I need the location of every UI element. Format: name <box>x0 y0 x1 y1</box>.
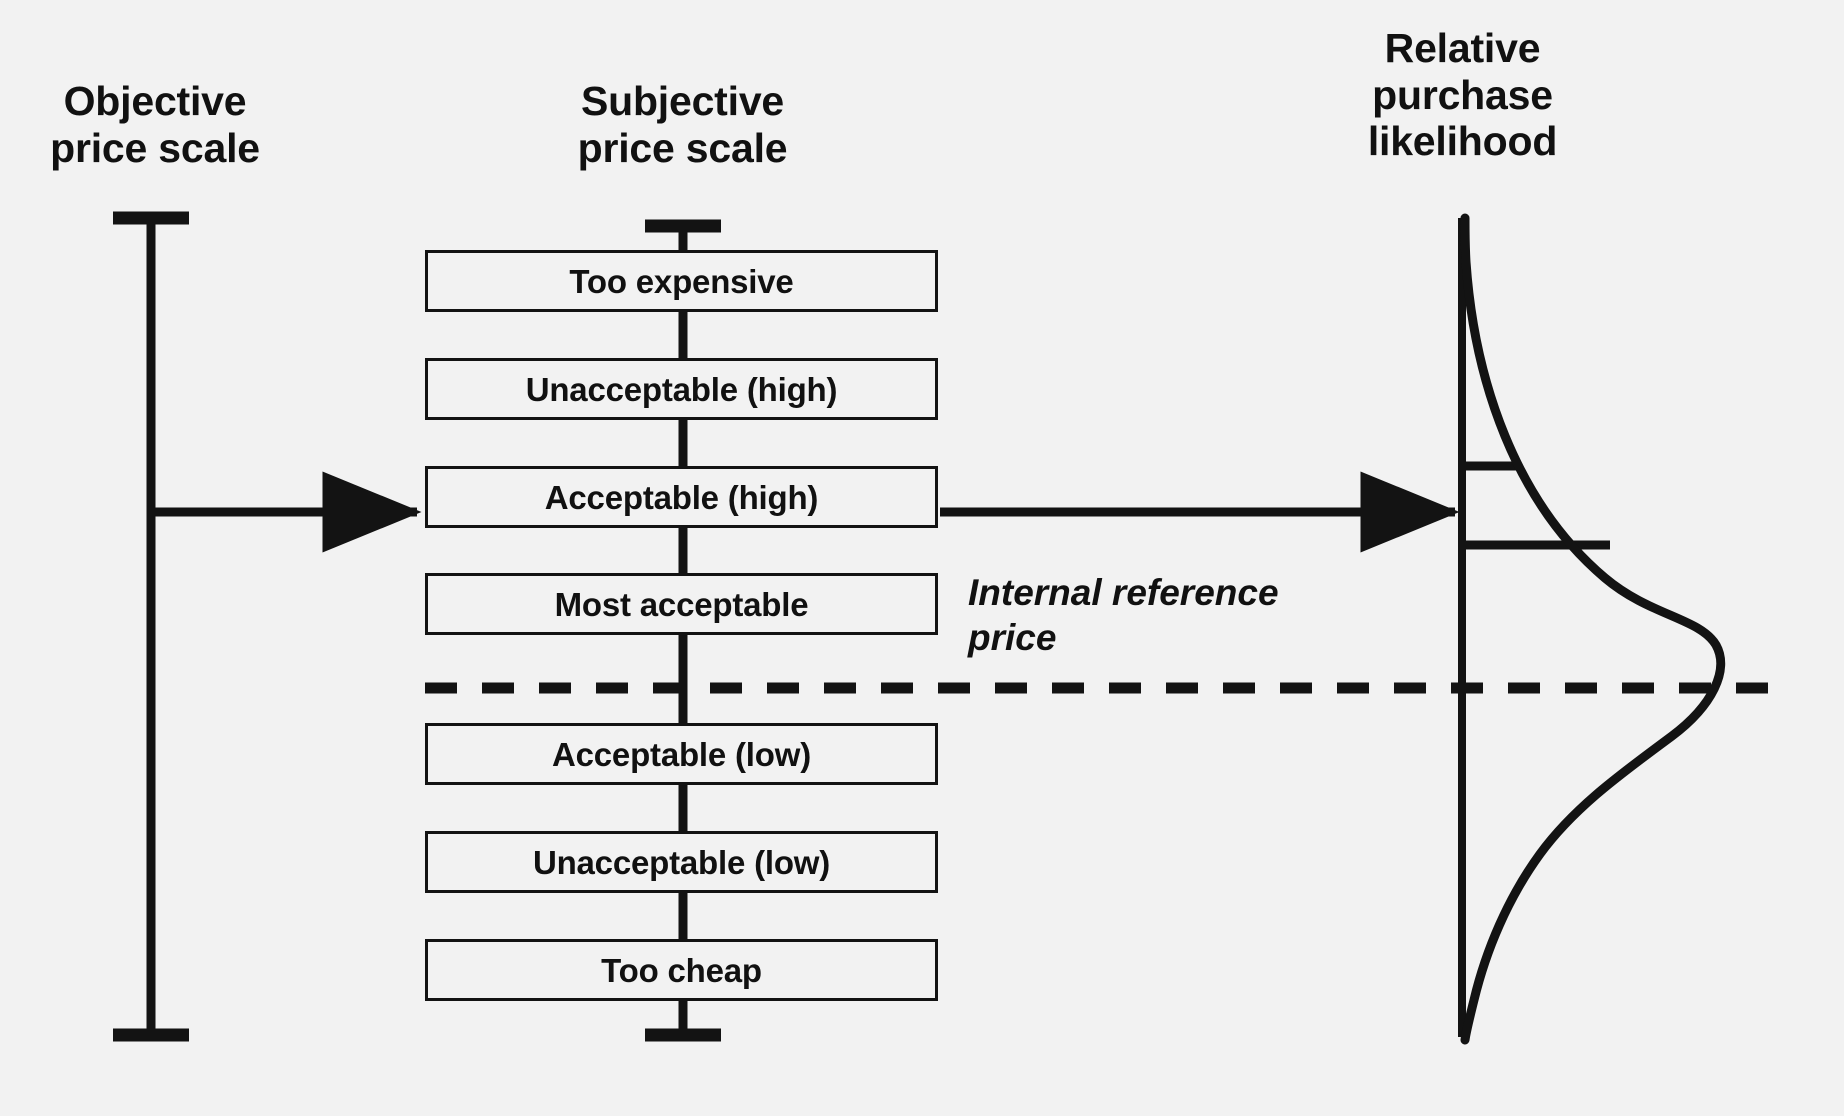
scale-box-label: Too expensive <box>569 262 794 300</box>
scale-box-label: Unacceptable (high) <box>525 370 838 408</box>
objective-price-scale-heading: Objective price scale <box>50 78 260 171</box>
scale-box-label: Too cheap <box>601 951 762 989</box>
likelihood-density-curve <box>1460 213 1726 1045</box>
subjective-price-scale-heading: Subjective price scale <box>577 78 788 171</box>
scale-box-label: Unacceptable (low) <box>532 843 831 881</box>
scale-box-too-cheap[interactable]: Too cheap <box>425 939 938 1001</box>
scale-box-too-expensive[interactable]: Too expensive <box>425 250 938 312</box>
scale-box-label: Acceptable (high) <box>544 478 819 516</box>
scale-box-acceptable-low[interactable]: Acceptable (low) <box>425 723 938 785</box>
scale-box-unacceptable-low[interactable]: Unacceptable (low) <box>425 831 938 893</box>
scale-box-acceptable-high[interactable]: Acceptable (high) <box>425 466 938 528</box>
internal-reference-price-annotation: Internal reference price <box>968 572 1279 659</box>
scale-box-most-acceptable[interactable]: Most acceptable <box>425 573 938 635</box>
scale-box-unacceptable-high[interactable]: Unacceptable (high) <box>425 358 938 420</box>
scale-box-label: Most acceptable <box>554 585 809 623</box>
scale-box-label: Acceptable (low) <box>551 735 811 773</box>
relative-purchase-likelihood-heading: Relative purchase likelihood <box>1367 25 1558 165</box>
objective-price-scale-axis <box>113 211 189 1042</box>
